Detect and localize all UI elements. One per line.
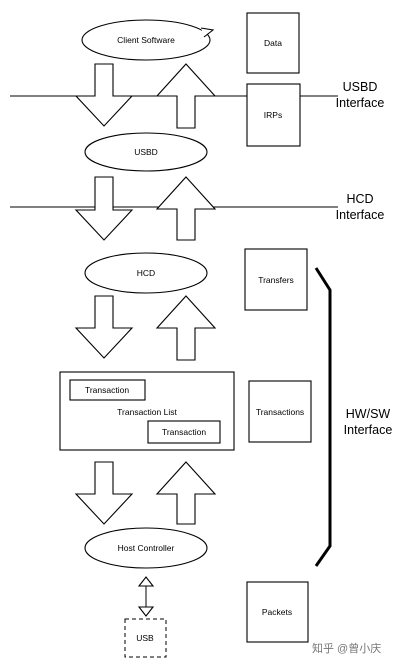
client-software-label: Client Software [117, 35, 175, 45]
irps-box-label: IRPs [264, 110, 282, 120]
hw-sw-bracket [314, 267, 332, 567]
data-box: Data [246, 12, 300, 74]
hw-sw-interface-label-line2: Interface [344, 423, 393, 437]
hcd-interface-label-line1: HCD [346, 192, 373, 206]
down-arrow-icon [74, 461, 134, 525]
hcd-label: HCD [137, 268, 155, 278]
hcd-interface-label-line2: Interface [336, 208, 385, 222]
transaction-box-a [69, 379, 146, 401]
transfers-box: Transfers [244, 248, 308, 311]
usbd-label: USBD [134, 147, 158, 157]
watermark: 知乎 @曾小庆 [312, 641, 381, 655]
up-arrow-icon [155, 63, 217, 129]
double-arrow-icon [137, 576, 155, 617]
transaction-list-label: Transaction List [117, 407, 177, 417]
up-arrow-icon [155, 295, 217, 361]
transactions-box-label: Transactions [256, 407, 304, 417]
up-arrow-icon [155, 461, 217, 525]
usbd-interface-label-line1: USBD [343, 80, 378, 94]
usbd-interface-label-line2: Interface [336, 96, 385, 110]
transaction-list-box: Transaction Transaction List Transaction [59, 371, 235, 451]
up-arrow-icon [155, 176, 217, 241]
packets-box-label: Packets [262, 607, 292, 617]
hw-sw-interface-label-line1: HW/SW [346, 407, 391, 421]
usbd-node: USBD [84, 132, 208, 172]
flow-arrows [74, 63, 217, 525]
down-arrow-icon [74, 176, 134, 241]
transaction-a-label: Transaction [85, 385, 129, 395]
usb-node: USB [124, 618, 167, 658]
irps-box: IRPs [246, 83, 301, 147]
host-controller-label: Host Controller [118, 543, 175, 553]
packets-box: Packets [246, 581, 309, 643]
transaction-box-b [147, 420, 221, 444]
hcd-node: HCD [84, 252, 208, 294]
down-arrow-icon [74, 63, 134, 127]
transaction-b-label: Transaction [162, 427, 206, 437]
data-box-label: Data [264, 38, 282, 48]
usb-label: USB [136, 633, 154, 643]
host-controller-node: Host Controller [84, 527, 208, 569]
transfers-box-label: Transfers [258, 275, 294, 285]
down-arrow-icon [74, 295, 134, 359]
transactions-box: Transactions [248, 380, 312, 443]
client-software-node: Client Software [81, 19, 215, 61]
